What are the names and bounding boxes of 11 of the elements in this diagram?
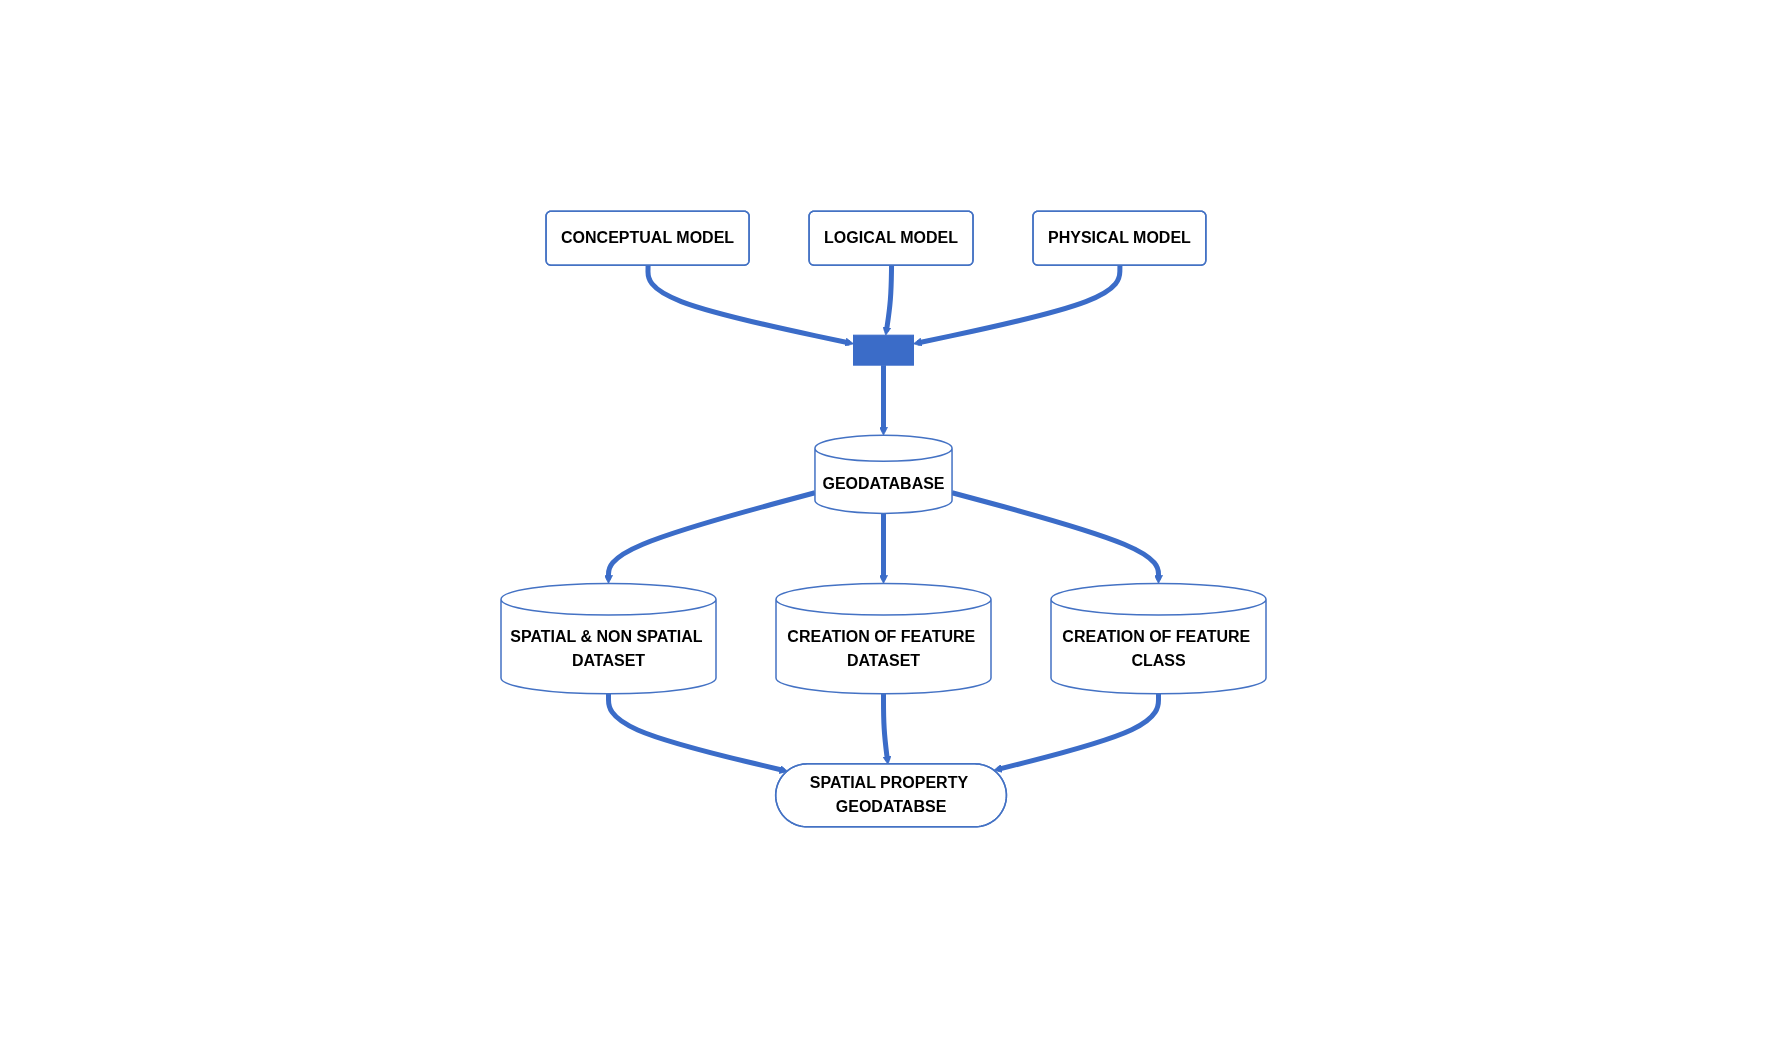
arrow: [882, 265, 894, 336]
arrow: [950, 490, 1163, 584]
arrow: [603, 490, 816, 584]
arrow: [912, 265, 1122, 347]
arrow: [880, 693, 891, 765]
arrow: [878, 365, 888, 436]
arrow: [605, 693, 788, 774]
arrow: [878, 513, 888, 584]
arrow: [993, 693, 1161, 773]
arrow: [645, 265, 854, 347]
node-bar: [852, 334, 914, 366]
